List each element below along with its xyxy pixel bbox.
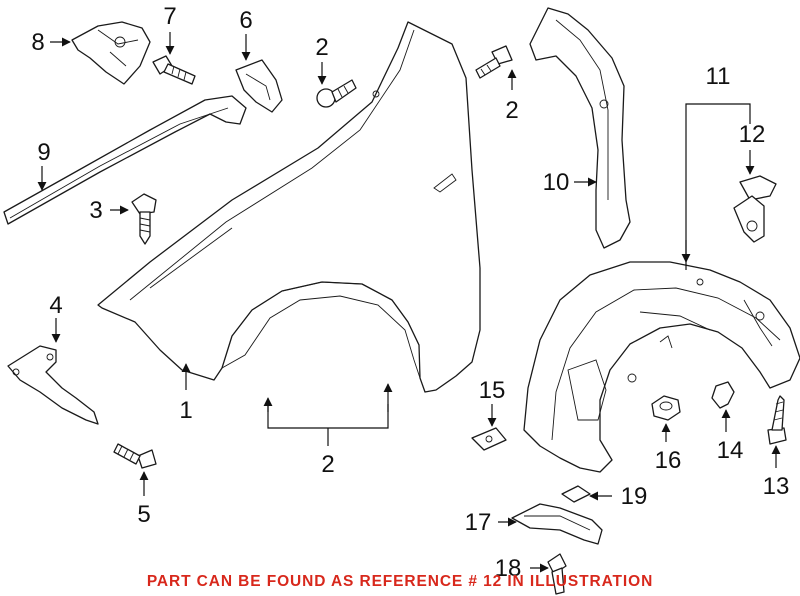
callout-10: 10 (543, 169, 570, 196)
clip-12-part (733, 175, 777, 243)
callout-8: 8 (31, 29, 44, 56)
bolt-2-right-part (475, 45, 513, 79)
pillar-bracket-part (529, 7, 631, 249)
bolt-7-part (152, 55, 196, 85)
bracket-4-part (7, 345, 99, 425)
callout-9: 9 (37, 139, 50, 166)
callout-7: 7 (163, 3, 176, 30)
callout-16: 16 (655, 447, 682, 474)
callout-5: 5 (137, 501, 150, 528)
callout-2-a: 2 (315, 34, 328, 61)
callout-12: 12 (739, 121, 766, 148)
callout-2-c: 2 (321, 451, 334, 478)
screw-13-part (767, 395, 787, 445)
fender-part (97, 21, 481, 393)
callout-4: 4 (49, 292, 62, 319)
nut-15-part (471, 427, 507, 451)
callout-3: 3 (89, 197, 102, 224)
reference-caption: PART CAN BE FOUND AS REFERENCE # 12 IN I… (147, 573, 653, 590)
molding-strip-part (3, 95, 247, 225)
leader-lines (37, 32, 781, 573)
callout-17: 17 (465, 509, 492, 536)
callout-18: 18 (495, 555, 522, 582)
wheel-liner-part (523, 261, 800, 473)
clip-19-part (561, 485, 591, 503)
bracket-17-part (511, 503, 603, 545)
bracket-shield-part (71, 21, 151, 85)
callout-14: 14 (717, 437, 744, 464)
callout-6: 6 (239, 7, 252, 34)
callout-15: 15 (479, 377, 506, 404)
callout-numbers: 1 2 2 2 3 4 5 6 7 8 9 10 11 12 13 14 15 … (31, 3, 789, 582)
callout-2-b: 2 (505, 97, 518, 124)
leader-11-bracket (685, 103, 751, 270)
bolt-2-top-part (316, 79, 357, 108)
bracket-6-part (235, 59, 283, 113)
callout-1: 1 (179, 397, 192, 424)
nut-16-part (651, 395, 681, 421)
callout-19: 19 (621, 483, 648, 510)
bolt-5-part (113, 443, 157, 469)
leader-2-bracket (267, 404, 389, 429)
clip-14-part (711, 381, 735, 409)
callout-11: 11 (706, 63, 731, 90)
screw-18-part (547, 553, 567, 595)
callout-13: 13 (763, 473, 790, 500)
screw-3-part (131, 193, 157, 245)
